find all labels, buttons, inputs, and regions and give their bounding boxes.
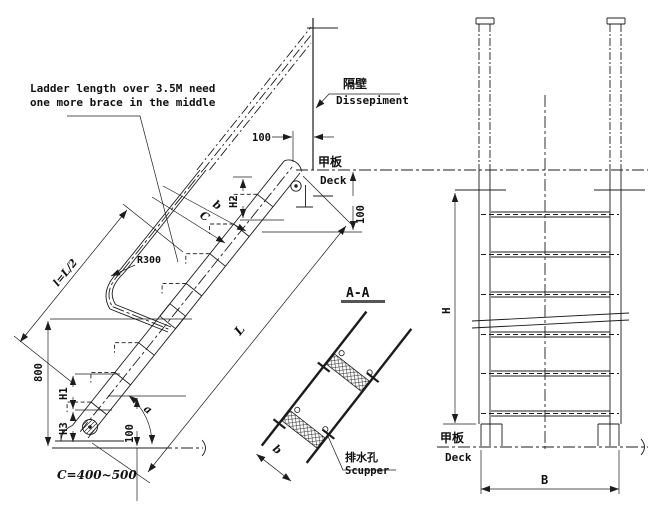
- scupper-hole: [366, 369, 373, 376]
- dim-h1-h3: [69, 374, 120, 442]
- scupper-label-cn: 排水孔: [345, 450, 378, 464]
- side-view-dimensions: [14, 94, 400, 501]
- dim-800-label: 800: [33, 363, 45, 382]
- dim-h1-label: H1: [58, 387, 70, 400]
- front-feet: [481, 424, 619, 446]
- dim-c-label: C: [197, 209, 212, 225]
- front-break-lines: [472, 313, 629, 328]
- deck-upper-cn: 甲板: [318, 154, 343, 169]
- dim-H-label: H: [440, 307, 453, 314]
- deck-break-symbol-right: [641, 439, 645, 455]
- dim-H: [443, 193, 476, 424]
- section-a-a: [250, 296, 417, 486]
- bulkhead-wall: [307, 18, 338, 170]
- note-line1: Ladder length over 3.5M need: [30, 82, 215, 95]
- bulkhead-label-cn: 隔壁: [343, 76, 367, 91]
- section-title: A-A: [346, 286, 370, 301]
- note-leader-line: [67, 116, 178, 262]
- dim-length-L: [92, 176, 351, 483]
- section-treads: [250, 296, 417, 486]
- scupper-hole: [294, 406, 301, 413]
- bulkhead-leader: [316, 94, 400, 108]
- dim-h2-label: H2: [228, 195, 240, 208]
- dim-h3-label: H3: [58, 422, 70, 435]
- deck-lower-cn: 甲板: [440, 430, 465, 445]
- spacing-label: C=400~500: [57, 468, 137, 482]
- dim-L-label: L: [231, 323, 248, 339]
- dim-b-label: b: [210, 198, 224, 213]
- section-title-underline: [341, 300, 385, 303]
- scupper-hole: [338, 349, 345, 356]
- handrail: [106, 170, 206, 332]
- scupper-hole: [322, 426, 329, 433]
- scupper-label-en: Scupper: [345, 465, 389, 477]
- dim-h2: [233, 177, 284, 220]
- handrail-stanchions: [476, 18, 625, 190]
- stringer-top-hinge: [284, 160, 313, 207]
- treads-side-view: [67, 194, 273, 414]
- side-view-ladder: [52, 18, 648, 456]
- dim-100-base-label: 100: [124, 424, 136, 443]
- deck-lower-en: Deck: [445, 451, 472, 464]
- dim-b-c-pointers: [152, 186, 246, 243]
- dim-B-label: B: [541, 473, 548, 487]
- deck-upper-en: Deck: [320, 174, 347, 187]
- dim-100-top-label: 100: [252, 132, 271, 144]
- dim-B: [481, 450, 619, 494]
- scupper-leader: [327, 434, 396, 470]
- angle-alpha-label: a: [141, 402, 155, 417]
- note-line2: one more brace in the middle: [30, 96, 216, 109]
- front-view-ladder: [437, 18, 648, 494]
- dim-tread-width: [256, 454, 291, 481]
- bulkhead-label-en: Dissepiment: [336, 94, 409, 107]
- front-rungs: [481, 212, 619, 416]
- r300-label: R300: [137, 255, 161, 266]
- tread-width-label: b: [270, 442, 284, 457]
- phantom-handrail-above-deck: [197, 27, 311, 170]
- dim-100-right-label: 100: [355, 205, 367, 224]
- front-stringers: [479, 190, 621, 446]
- dim-100-top: [272, 131, 334, 162]
